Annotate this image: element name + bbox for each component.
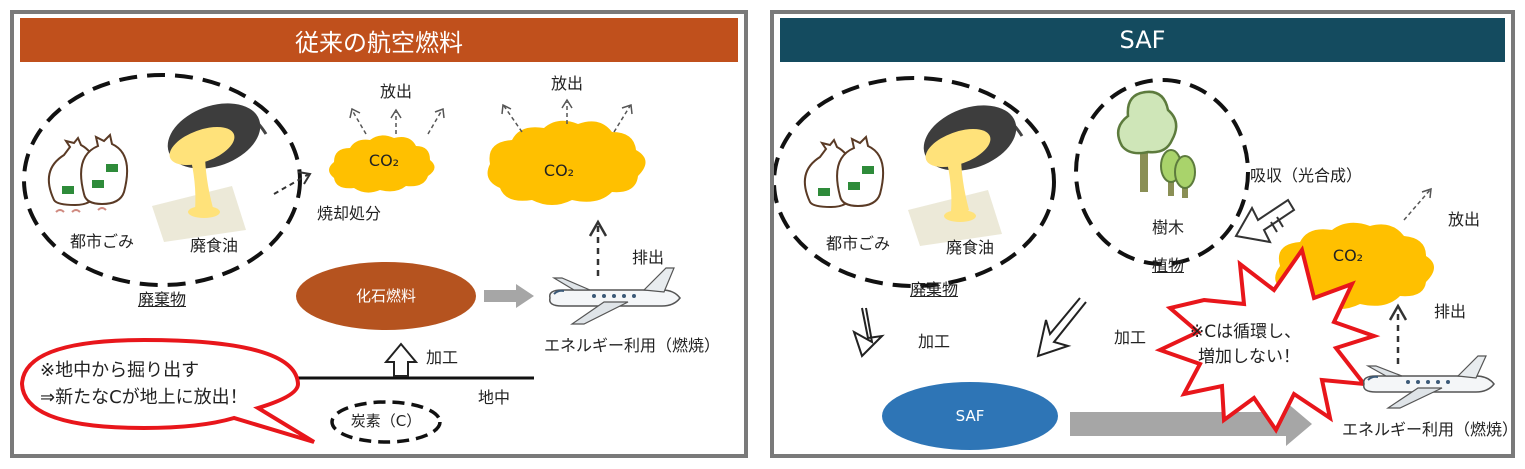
right-graphics [774, 76, 1495, 450]
saf-label: SAF [955, 407, 985, 425]
airplane-icon [549, 267, 681, 325]
processing-label: 加工 [425, 348, 459, 367]
waste-group-outline [774, 76, 1056, 288]
callout-starburst [1154, 245, 1381, 434]
release-label: 放出 [1447, 210, 1481, 229]
exhaust-label: 排出 [631, 248, 665, 267]
underground-label: 地中 [477, 388, 511, 407]
absorb-label: 吸収（光合成） [1249, 166, 1363, 185]
airplane-icon [1363, 355, 1495, 409]
garbage-bags-icon [803, 135, 884, 209]
cloud-icon [1275, 222, 1434, 309]
cloud-icon [487, 120, 646, 205]
callout-bubble [19, 337, 316, 444]
waste-label: 廃棄物 [909, 280, 959, 299]
absorb-arrow [1234, 198, 1296, 244]
city-waste-label: 都市ごみ [825, 234, 891, 253]
processing-arrow-diagonal [1036, 297, 1087, 358]
callout-line: ※Cは循環し、 [1190, 322, 1302, 342]
waste-oil-label: 廃食油 [189, 236, 239, 255]
saf-ellipse [882, 382, 1058, 450]
carbon-ellipse [330, 400, 442, 444]
frying-pan-icon [908, 105, 1024, 246]
saf-panel: SAF [770, 10, 1519, 458]
co2-label: CO₂ [543, 161, 575, 180]
exhaust-label: 排出 [1433, 302, 1467, 321]
left-graphics [19, 73, 681, 444]
city-waste-label: 都市ごみ [69, 232, 135, 251]
plants-group-outline [1074, 78, 1250, 266]
fossil-fuel-label: 化石燃料 [355, 287, 417, 305]
cloud-icon [329, 135, 435, 193]
plants-label: 植物 [1151, 256, 1185, 275]
release-label: 放出 [379, 82, 413, 101]
waste-oil-label: 廃食油 [945, 238, 995, 257]
callout-line: 増加しない！ [1198, 347, 1300, 367]
callout-line: ※地中から掘り出す [40, 360, 200, 381]
processing-arrow-down [852, 307, 885, 358]
processing-label: 加工 [1113, 328, 1147, 347]
waste-label: 廃棄物 [137, 290, 187, 309]
trees-icon [1116, 90, 1196, 198]
release-label: 放出 [550, 74, 584, 93]
panel-title: 従来の航空燃料 [20, 18, 738, 62]
processing-label: 加工 [917, 332, 951, 351]
frying-pan-icon [152, 103, 268, 242]
energy-use-label: エネルギー利用（燃焼） [1341, 420, 1519, 439]
co2-label: CO₂ [368, 151, 400, 170]
panel-title: SAF [780, 18, 1505, 62]
trees-label: 樹木 [1151, 218, 1185, 237]
garbage-bags-icon [47, 133, 128, 213]
fossil-fuel-ellipse [296, 262, 476, 330]
carbon-label: 炭素（C） [350, 412, 422, 430]
conventional-fuel-panel: 従来の航空燃料 [10, 10, 748, 458]
callout-line: ⇒新たなCが地上に放出！ [40, 387, 248, 408]
co2-label: CO₂ [1332, 246, 1364, 265]
energy-use-label: エネルギー利用（燃焼） [543, 336, 721, 355]
incineration-label: 焼却処分 [316, 204, 382, 223]
